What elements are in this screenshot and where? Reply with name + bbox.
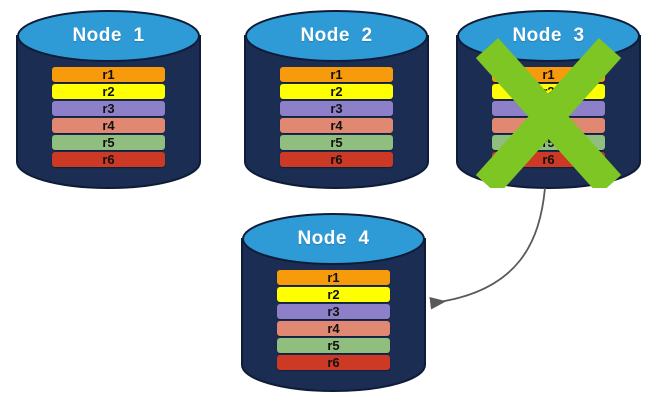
row-label: r6: [327, 355, 340, 370]
row-label: r6: [330, 152, 343, 167]
row-label: r5: [330, 135, 343, 150]
row-label: r3: [542, 101, 555, 116]
row-bar-r5[interactable]: r5: [492, 135, 605, 150]
row-label: r1: [542, 67, 555, 82]
row-label: r5: [542, 135, 555, 150]
cylinder-top: [242, 213, 425, 265]
row-label: r2: [542, 84, 555, 99]
row-label: r4: [102, 118, 115, 133]
row-bar-r1[interactable]: r1: [492, 67, 605, 82]
row-label: r5: [327, 338, 340, 353]
cylinder-top: [17, 10, 200, 62]
row-stack: r1 r2 r3 r4 r5 r6: [457, 67, 640, 167]
row-stack: r1 r2 r3 r4 r5 r6: [242, 270, 425, 370]
row-bar-r1[interactable]: r1: [280, 67, 393, 82]
row-bar-r3[interactable]: r3: [52, 101, 165, 116]
row-bar-r5[interactable]: r5: [277, 338, 390, 353]
row-label: r2: [102, 84, 115, 99]
row-label: r2: [330, 84, 343, 99]
row-label: r3: [102, 101, 115, 116]
row-label: r4: [330, 118, 343, 133]
row-label: r1: [330, 67, 343, 82]
row-bar-r6[interactable]: r6: [280, 152, 393, 167]
row-bar-r2[interactable]: r2: [492, 84, 605, 99]
row-label: r6: [102, 152, 115, 167]
row-label: r3: [330, 101, 343, 116]
row-bar-r6[interactable]: r6: [52, 152, 165, 167]
row-label: r2: [327, 287, 340, 302]
row-bar-r5[interactable]: r5: [280, 135, 393, 150]
row-bar-r6[interactable]: r6: [277, 355, 390, 370]
row-label: r3: [327, 304, 340, 319]
row-bar-r4[interactable]: r4: [277, 321, 390, 336]
row-label: r4: [542, 118, 555, 133]
cylinder-top: [245, 10, 428, 62]
row-label: r5: [102, 135, 115, 150]
cylinder-top: [457, 10, 640, 62]
row-bar-r4[interactable]: r4: [280, 118, 393, 133]
row-stack: r1 r2 r3 r4 r5 r6: [245, 67, 428, 167]
row-bar-r2[interactable]: r2: [280, 84, 393, 99]
row-bar-r1[interactable]: r1: [277, 270, 390, 285]
row-bar-r2[interactable]: r2: [277, 287, 390, 302]
row-bar-r1[interactable]: r1: [52, 67, 165, 82]
row-bar-r2[interactable]: r2: [52, 84, 165, 99]
row-bar-r4[interactable]: r4: [492, 118, 605, 133]
row-bar-r4[interactable]: r4: [52, 118, 165, 133]
row-label: r1: [102, 67, 115, 82]
row-label: r6: [542, 152, 555, 167]
row-bar-r6[interactable]: r6: [492, 152, 605, 167]
row-label: r1: [327, 270, 340, 285]
row-stack: r1 r2 r3 r4 r5 r6: [17, 67, 200, 167]
row-label: r4: [327, 321, 340, 336]
row-bar-r5[interactable]: r5: [52, 135, 165, 150]
row-bar-r3[interactable]: r3: [280, 101, 393, 116]
row-bar-r3[interactable]: r3: [492, 101, 605, 116]
row-bar-r3[interactable]: r3: [277, 304, 390, 319]
